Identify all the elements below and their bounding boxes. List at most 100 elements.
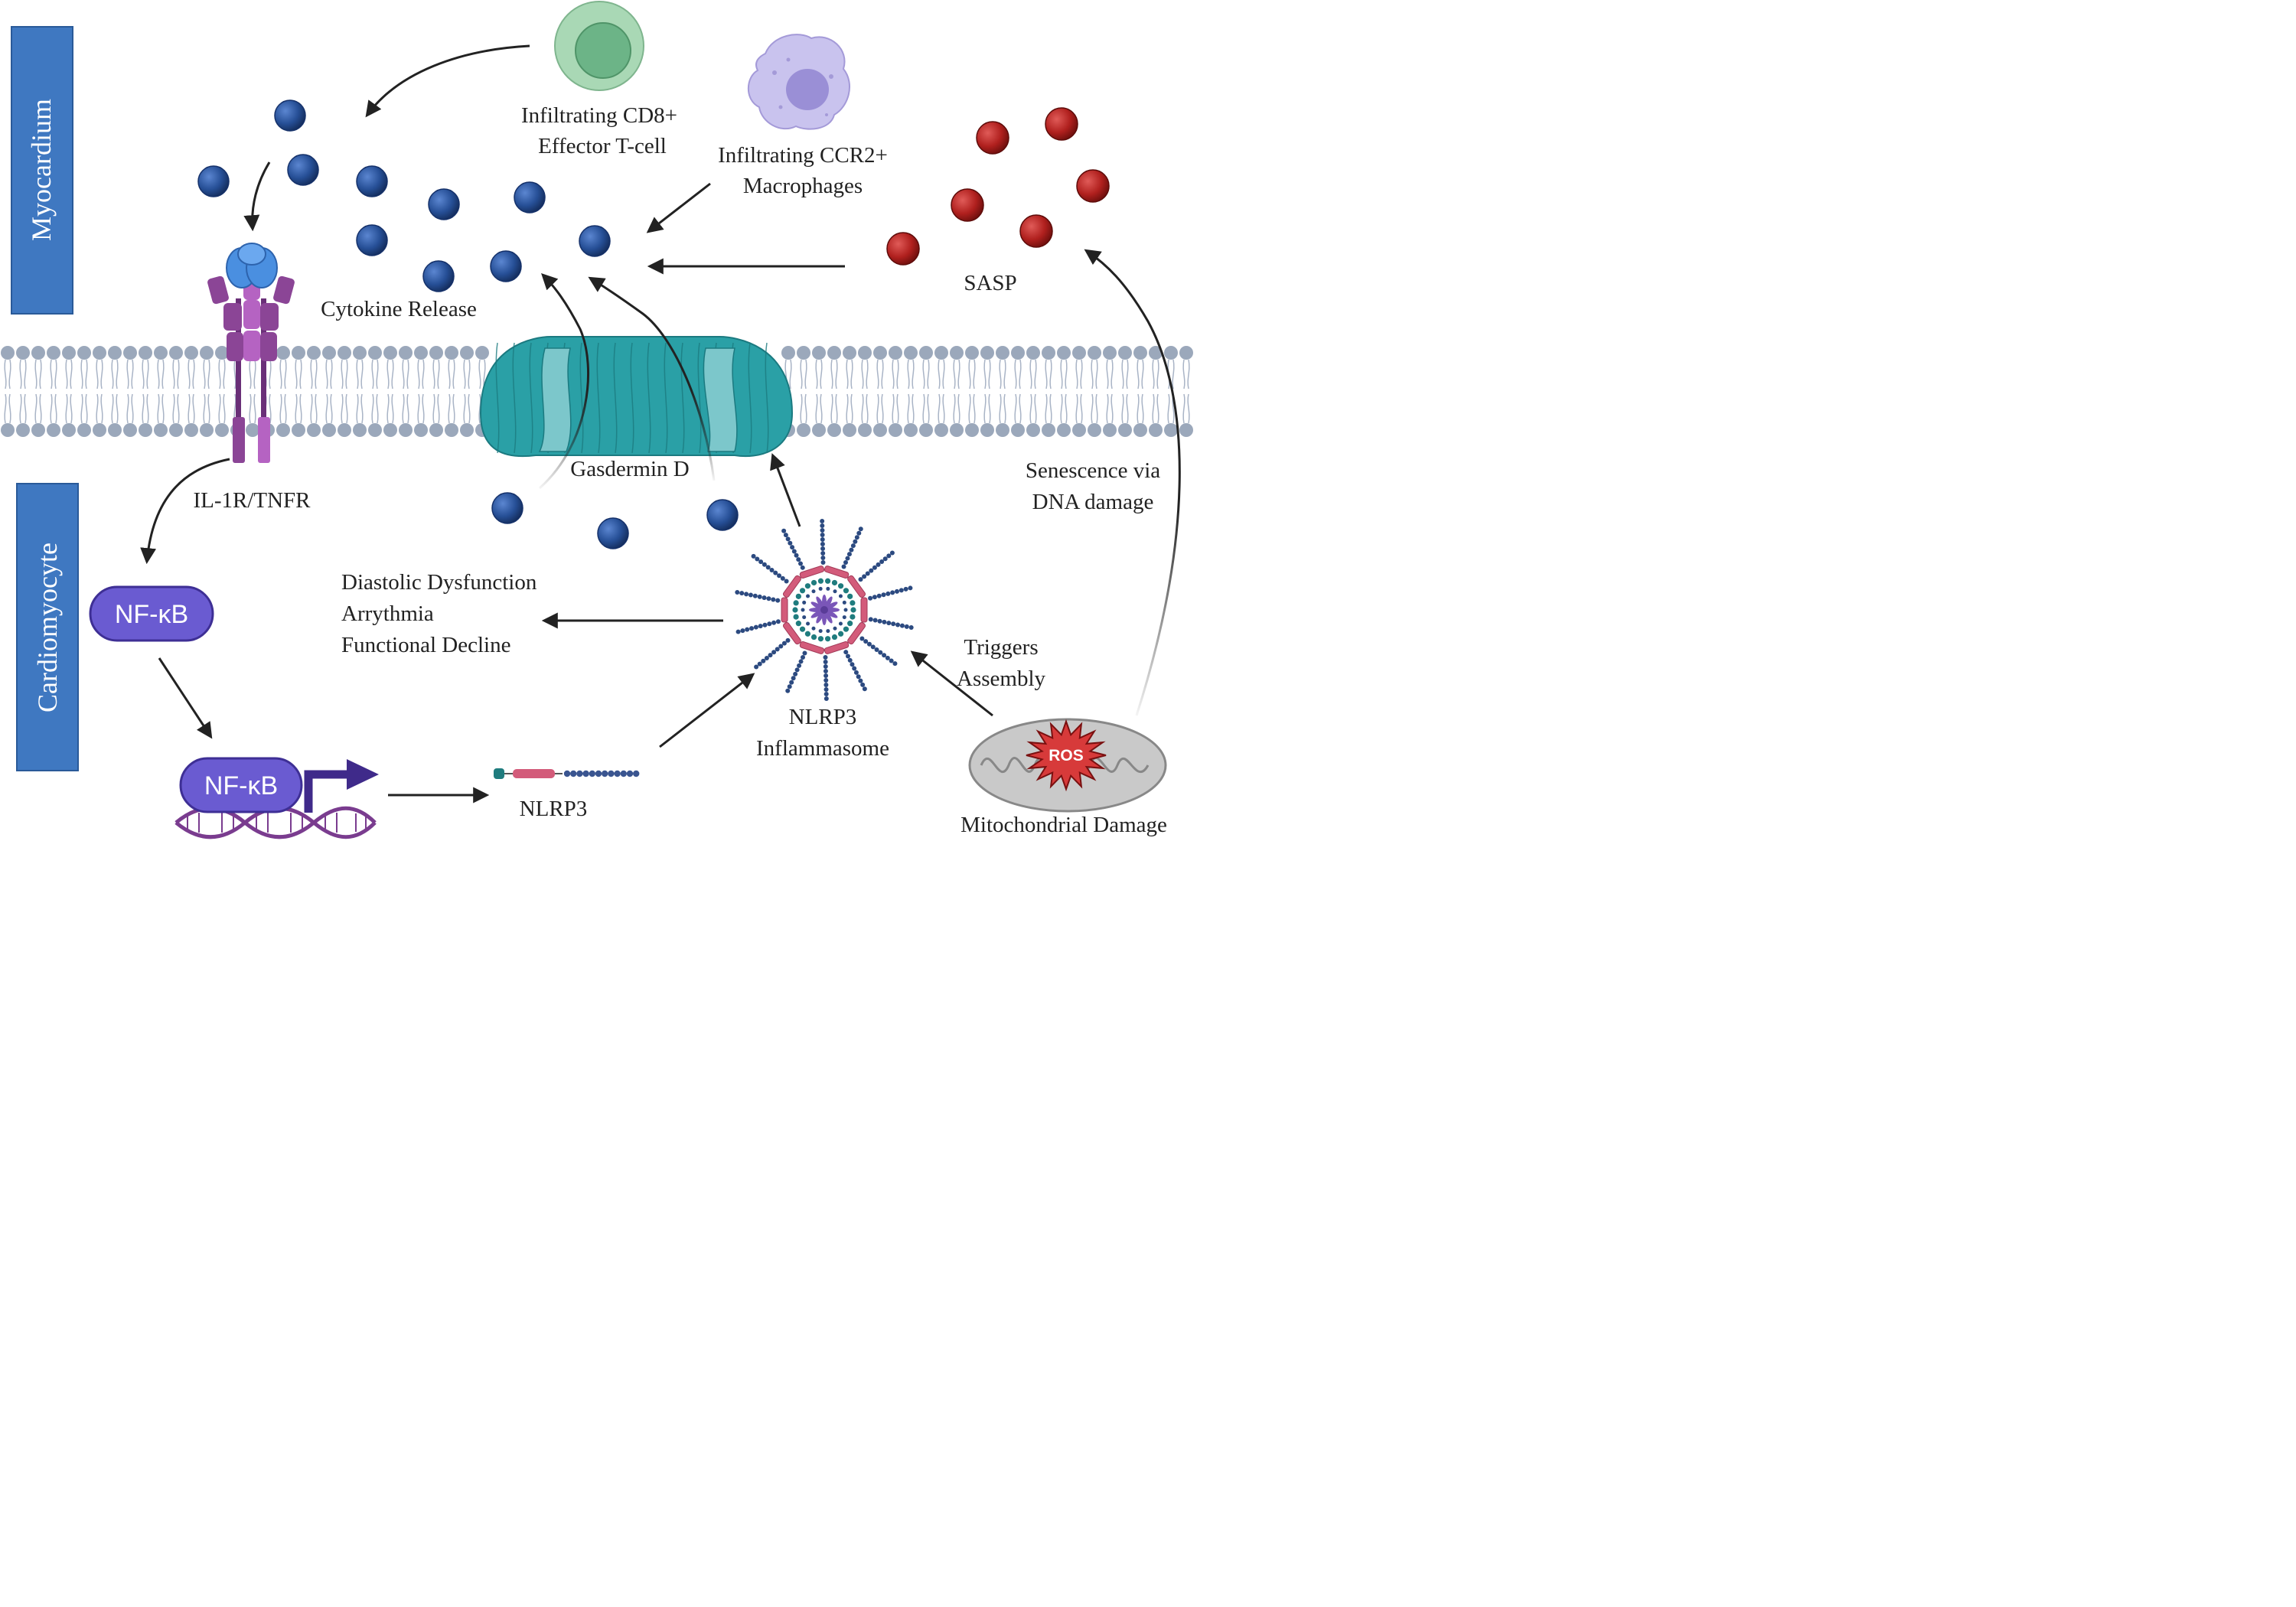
myocardium-label: Myocardium <box>26 99 57 241</box>
lipid-head <box>307 423 321 437</box>
lipid-head <box>1011 423 1025 437</box>
lipid-head <box>338 423 351 437</box>
lipid-head <box>965 423 979 437</box>
lipid-head <box>322 346 336 360</box>
lipid-head <box>1103 423 1117 437</box>
cytokine-icon <box>356 224 388 256</box>
cytokine-release-label: Cytokine Release <box>321 297 477 321</box>
lipid-head <box>47 423 60 437</box>
lipid-head <box>169 346 183 360</box>
lipid-head <box>322 423 336 437</box>
lipid-head <box>904 423 918 437</box>
arrow-receptor-to-nfkb <box>140 458 230 565</box>
lipid-head <box>781 346 795 360</box>
ccr2-macrophage <box>747 34 850 130</box>
lipid-head <box>1149 346 1163 360</box>
outcome-functional-decline: Functional Decline <box>341 633 510 657</box>
outcome-arrythmia: Arrythmia <box>341 601 434 626</box>
ccr2-label-line1: Infiltrating CCR2+ <box>718 143 888 168</box>
lipid-head <box>215 346 229 360</box>
arrow-pore-efflux-right <box>588 276 716 481</box>
mitochondrion: ROS <box>968 718 1167 813</box>
lipid-head <box>1072 346 1086 360</box>
lipid-head <box>200 423 214 437</box>
lipid-head <box>1164 346 1178 360</box>
lipid-head <box>93 346 106 360</box>
sasp-molecules <box>886 107 1110 266</box>
lipid-head <box>429 423 443 437</box>
triggers-label-line1: Triggers <box>964 635 1038 660</box>
inflammasome-label-line2: Inflammasome <box>756 736 889 761</box>
lipid-head <box>1026 346 1040 360</box>
lipid-head <box>1103 346 1117 360</box>
lipid-head <box>1164 423 1178 437</box>
cytokine-icon <box>422 260 455 292</box>
lipid-head <box>414 423 428 437</box>
lipid-head <box>1179 423 1193 437</box>
lipid-head <box>460 423 474 437</box>
dna-transcription: NF-κB <box>174 757 379 839</box>
cytokine-molecules <box>197 99 739 549</box>
lipid-head <box>383 423 397 437</box>
cardiomyocyte-label: Cardiomyocyte <box>32 543 63 712</box>
lipid-head <box>950 346 964 360</box>
lipid-head <box>889 423 902 437</box>
sasp-factor-icon <box>951 188 984 222</box>
lipid-head <box>169 423 183 437</box>
lipid-head <box>1057 346 1071 360</box>
lipid-head <box>429 346 443 360</box>
lipid-head <box>77 423 91 437</box>
lipid-head <box>889 346 902 360</box>
arrow-macrophage-to-cytokines <box>646 182 711 233</box>
sasp-factor-icon <box>886 232 920 266</box>
text-labels: Infiltrating CD8+ Effector T-cell Infilt… <box>193 103 1166 837</box>
cd8-label-line1: Infiltrating CD8+ <box>521 103 677 128</box>
lipid-head <box>184 346 198 360</box>
lipid-head <box>980 423 994 437</box>
lipid-head <box>200 346 214 360</box>
lipid-head <box>812 423 826 437</box>
myocardium-box: Myocardium <box>11 26 73 315</box>
lipid-head <box>77 346 91 360</box>
lipid-head <box>368 346 382 360</box>
lipid-head <box>108 346 122 360</box>
lipid-head <box>1149 423 1163 437</box>
lipid-head <box>1088 346 1101 360</box>
lipid-head <box>812 346 826 360</box>
lipid-head <box>873 346 887 360</box>
gasdermin-d-pore <box>479 336 794 458</box>
lipid-head <box>980 346 994 360</box>
lipid-head <box>1118 346 1132 360</box>
cytokine-icon <box>428 188 460 220</box>
lipid-head <box>1 346 15 360</box>
lipid-head <box>276 346 290 360</box>
lipid-head <box>353 346 367 360</box>
lipid-head <box>1118 423 1132 437</box>
lipid-head <box>445 346 458 360</box>
lipid-head <box>858 346 872 360</box>
lipid-head <box>353 423 367 437</box>
il1r-tnfr-receptor <box>207 243 295 463</box>
cd8-label-line2: Effector T-cell <box>538 134 667 158</box>
nlrp3-label: NLRP3 <box>520 797 588 821</box>
receptor-label: IL-1R/TNFR <box>193 488 311 513</box>
lipid-head <box>460 346 474 360</box>
senescence-label-line1: Senescence via <box>1026 458 1160 483</box>
lipid-head <box>123 346 137 360</box>
arrow-tcell-to-cytokines <box>365 44 530 118</box>
sasp-label: SASP <box>964 271 1016 295</box>
cytokine-icon <box>274 99 306 132</box>
lipid-head <box>475 346 489 360</box>
lipid-head <box>1133 423 1147 437</box>
lipid-head <box>93 423 106 437</box>
cytokine-icon <box>706 499 739 531</box>
lipid-head <box>414 346 428 360</box>
mito-label: Mitochondrial Damage <box>960 813 1167 837</box>
lipid-head <box>965 346 979 360</box>
lipid-head <box>934 346 948 360</box>
lipid-head <box>1133 346 1147 360</box>
lipid-head <box>292 423 305 437</box>
lipid-head <box>1042 423 1055 437</box>
lipid-head <box>934 423 948 437</box>
cytokine-icon <box>514 181 546 214</box>
